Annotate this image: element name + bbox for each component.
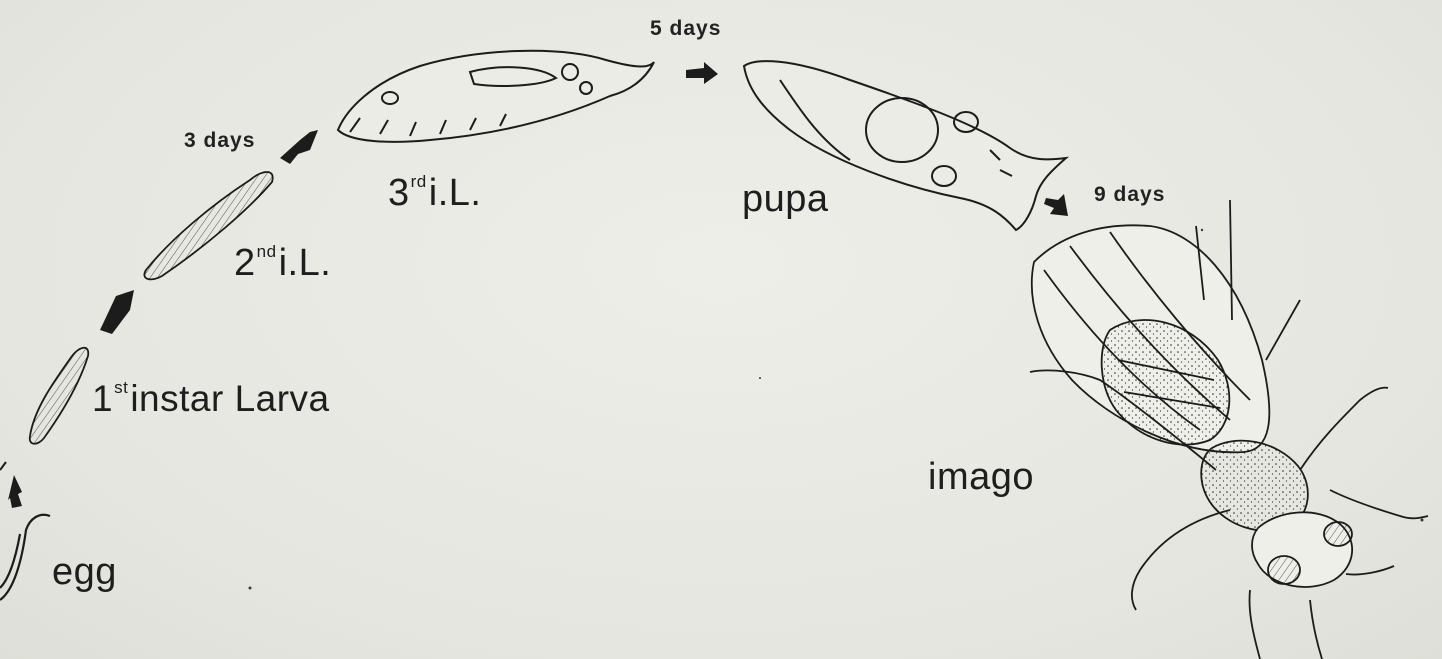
label-third-instar-number: 3 xyxy=(388,172,410,214)
arrow-larva1-to-larva2 xyxy=(100,290,134,334)
egg-drawing xyxy=(0,515,50,600)
label-duration-3-days-text: 3 days xyxy=(184,129,255,152)
label-first-instar: 1stinstar Larva xyxy=(92,380,330,417)
arrow-larva2-to-larva3 xyxy=(280,130,318,164)
label-duration-5-days-text: 5 days xyxy=(650,17,721,40)
first-instar-larva-drawing xyxy=(30,348,89,444)
third-instar-larva-drawing xyxy=(338,51,654,142)
arrow-larva3-to-pupa xyxy=(686,62,718,84)
label-egg-text: egg xyxy=(52,551,117,593)
label-third-instar: 3rdi.L. xyxy=(388,174,481,212)
label-first-instar-text: instar Larva xyxy=(130,378,329,419)
label-duration-5-days: 5 days xyxy=(650,18,721,39)
label-imago-text: imago xyxy=(928,456,1034,498)
label-second-instar-text: i.L. xyxy=(279,242,332,284)
label-second-instar-number: 2 xyxy=(234,242,256,284)
label-first-instar-number: 1 xyxy=(92,378,113,419)
label-third-instar-suffix: rd xyxy=(411,172,427,191)
label-imago: imago xyxy=(928,458,1034,496)
label-second-instar: 2ndi.L. xyxy=(234,244,331,282)
label-duration-9-days: 9 days xyxy=(1094,184,1165,205)
arrow-pupa-to-imago xyxy=(1044,194,1068,216)
label-pupa: pupa xyxy=(742,180,829,218)
label-pupa-text: pupa xyxy=(742,178,829,220)
arrow-egg-to-larva1 xyxy=(0,462,22,508)
label-third-instar-text: i.L. xyxy=(429,172,482,214)
label-egg: egg xyxy=(52,553,117,591)
label-second-instar-suffix: nd xyxy=(257,242,277,261)
label-duration-3-days: 3 days xyxy=(184,130,255,151)
label-duration-9-days-text: 9 days xyxy=(1094,183,1165,206)
imago-drawing xyxy=(1030,200,1428,659)
label-first-instar-suffix: st xyxy=(114,378,128,397)
